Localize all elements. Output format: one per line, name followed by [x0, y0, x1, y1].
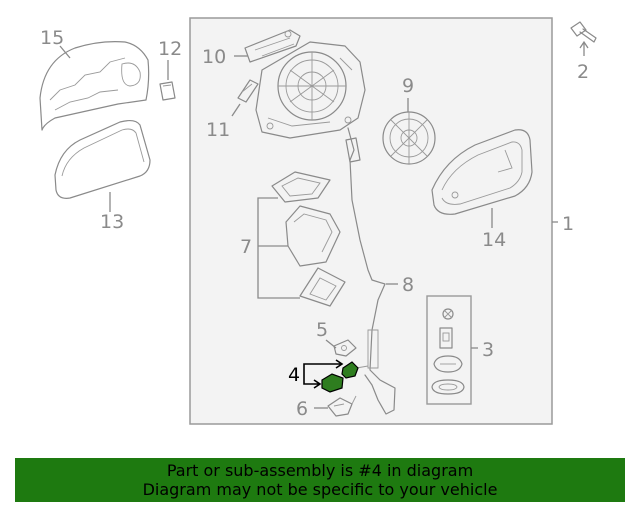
highlighted-connector-upper[interactable]: [341, 361, 359, 379]
clip-part: [159, 81, 176, 101]
leader-4: [303, 359, 344, 389]
hardware-screw-part: [442, 308, 454, 320]
callout-14: 14: [482, 229, 506, 251]
callout-5: 5: [316, 319, 328, 341]
mirror-cover-part: [39, 41, 150, 131]
callout-1: 1: [562, 213, 574, 235]
callout-4: 4: [288, 364, 300, 386]
callout-9: 9: [402, 75, 414, 97]
leader-2: [579, 40, 589, 56]
small-bracket-part: [333, 339, 357, 357]
leader-5: [325, 339, 337, 349]
clamp-part: [327, 395, 357, 417]
hardware-grommet-upper-part: [433, 355, 463, 373]
callout-3: 3: [482, 339, 494, 361]
seal-lower-part: [299, 267, 346, 307]
mirror-glass-part: [54, 119, 151, 199]
callout-8: 8: [402, 274, 414, 296]
callout-15: 15: [40, 27, 64, 49]
callout-10: 10: [202, 46, 226, 68]
harness-bracket-part: [244, 29, 301, 63]
callout-13: 13: [100, 211, 124, 233]
assembly-box: [189, 17, 553, 425]
callout-11: 11: [206, 119, 230, 141]
info-banner: Part or sub-assembly is #4 in diagram Di…: [15, 458, 625, 502]
mirror-base-part: [255, 41, 366, 139]
seal-upper-part: [271, 171, 331, 203]
actuator-disc-part: [382, 111, 436, 165]
banner-line-1: Part or sub-assembly is #4 in diagram: [166, 461, 474, 480]
callout-7: 7: [240, 236, 252, 258]
callout-12: 12: [158, 38, 182, 60]
screw-part: [570, 21, 597, 43]
callout-2: 2: [577, 61, 589, 83]
callout-6: 6: [296, 398, 308, 420]
leader-15: [59, 45, 71, 59]
hardware-clip-part: [439, 327, 453, 349]
leader-11: [231, 103, 241, 117]
highlighted-connector-lower[interactable]: [321, 373, 344, 393]
hardware-grommet-lower-part: [431, 379, 465, 395]
leader-7: [257, 197, 300, 299]
connector-part: [237, 79, 259, 103]
banner-line-2: Diagram may not be specific to your vehi…: [142, 480, 498, 499]
seal-middle-part: [285, 205, 341, 267]
backing-plate-part: [431, 129, 533, 215]
